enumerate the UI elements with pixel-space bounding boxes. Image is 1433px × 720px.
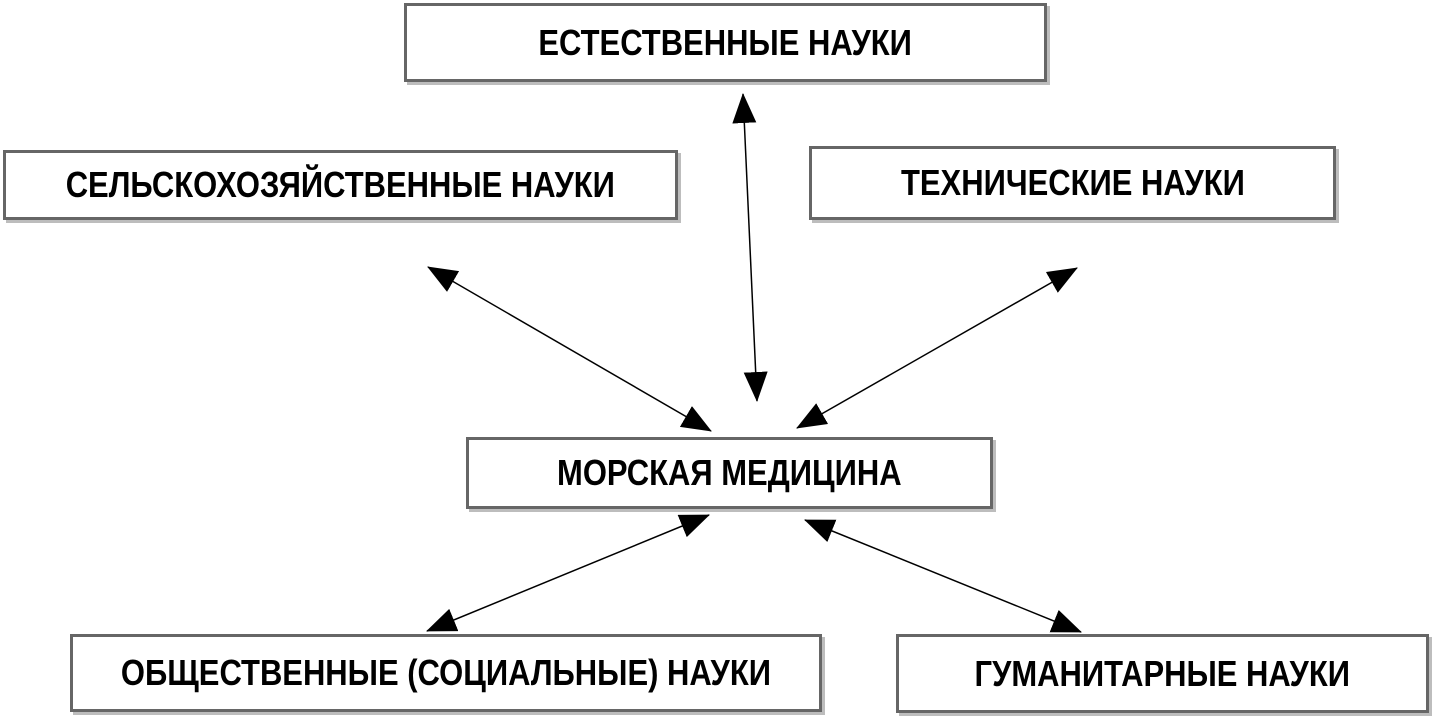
arrow-humanities-center	[804, 519, 1082, 633]
node-technical-sciences-label: ТЕХНИЧЕСКИЕ НАУКИ	[900, 162, 1245, 203]
node-natural-sciences: ЕСТЕСТВЕННЫЕ НАУКИ	[404, 3, 1047, 82]
node-technical-sciences: ТЕХНИЧЕСКИЕ НАУКИ	[809, 146, 1336, 220]
node-humanities: ГУМАНИТАРНЫЕ НАУКИ	[896, 634, 1429, 713]
arrow-social-center	[426, 514, 710, 632]
node-humanities-label: ГУМАНИТАРНЫЕ НАУКИ	[974, 652, 1351, 694]
arrow-natural-center	[732, 93, 768, 402]
node-natural-sciences-label: ЕСТЕСТВЕННЫЕ НАУКИ	[538, 21, 913, 63]
node-marine-medicine: МОРСКАЯ МЕДИЦИНА	[466, 437, 993, 509]
arrow-technical-center	[796, 267, 1078, 429]
node-agricultural-sciences-label: СЕЛЬСКОХОЗЯЙСТВЕННЫЕ НАУКИ	[65, 164, 616, 205]
node-social-sciences: ОБЩЕСТВЕННЫЕ (СОЦИАЛЬНЫЕ) НАУКИ	[70, 634, 822, 712]
node-social-sciences-label: ОБЩЕСТВЕННЫЕ (СОЦИАЛЬНЫЕ) НАУКИ	[120, 652, 772, 693]
node-marine-medicine-label: МОРСКАЯ МЕДИЦИНА	[557, 452, 902, 493]
arrow-agricultural-center	[427, 266, 712, 432]
node-agricultural-sciences: СЕЛЬСКОХОЗЯЙСТВЕННЫЕ НАУКИ	[3, 150, 678, 220]
